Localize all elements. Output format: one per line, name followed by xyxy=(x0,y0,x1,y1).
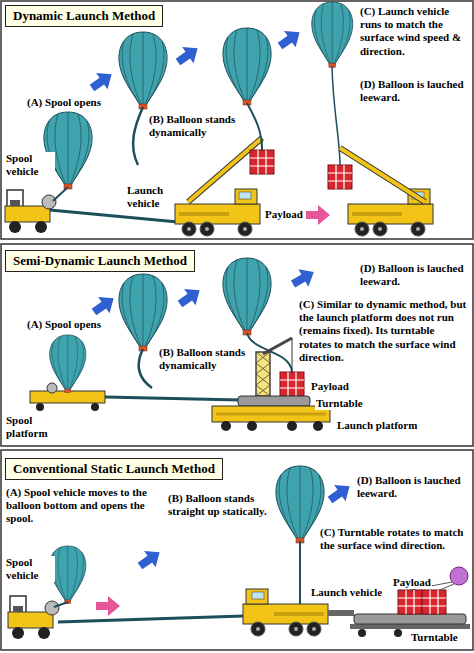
wheel xyxy=(287,421,297,431)
crane-boom xyxy=(340,148,425,202)
balloon xyxy=(312,2,353,67)
platform-rail xyxy=(216,413,326,416)
balloon-tail xyxy=(247,103,262,150)
callout-label: Spool platform xyxy=(5,414,62,440)
payload xyxy=(250,150,274,174)
spool-vehicle xyxy=(5,190,56,233)
callout-label: Payload xyxy=(264,208,304,221)
balloon-tube xyxy=(58,616,243,622)
wheel xyxy=(394,629,402,637)
balloon-tail xyxy=(299,541,301,604)
wheel xyxy=(36,403,44,411)
balloon-tube xyxy=(105,397,240,400)
callout-label: Spool vehicle xyxy=(5,556,55,582)
step-arrow xyxy=(88,290,119,320)
tower-arm xyxy=(263,338,292,354)
balloon-tail xyxy=(133,107,143,165)
callout-label: (B) Balloon stands straight up staticall… xyxy=(167,492,274,518)
callout-label: (A) Spool vehicle moves to the balloon b… xyxy=(5,486,162,526)
wheel xyxy=(221,421,231,431)
balloon xyxy=(276,466,324,543)
balloon xyxy=(223,258,271,335)
callout-label: (A) Spool opens xyxy=(26,318,102,331)
callout-label: (D) Balloon is lauched leeward. xyxy=(356,474,470,500)
pilot-balloon xyxy=(450,567,468,585)
heading-text: Semi-Dynamic Launch Method xyxy=(13,253,187,269)
heading-text: Conventional Static Launch Method xyxy=(13,461,215,477)
heading-text: Dynamic Launch Method xyxy=(13,8,155,24)
step-arrow xyxy=(274,24,305,54)
wheel xyxy=(91,403,99,411)
callout-label: (A) Spool opens xyxy=(26,96,102,109)
callout-label: Launch vehicle xyxy=(310,586,383,599)
payload xyxy=(398,590,422,614)
balloon-tail xyxy=(139,349,152,388)
callout-label: (D) Balloon is lauched leeward. xyxy=(359,262,471,288)
payload xyxy=(422,590,446,614)
balloon xyxy=(119,274,167,351)
callout-label: Spool vehicle xyxy=(5,152,55,178)
spool-vehicle xyxy=(8,596,59,639)
payload xyxy=(328,165,352,189)
move-arrow xyxy=(306,205,330,225)
cable xyxy=(292,338,293,372)
launch-vehicle xyxy=(175,189,260,236)
turntable xyxy=(238,396,310,406)
callout-label: Payload xyxy=(392,576,432,589)
spool-reel xyxy=(47,383,57,393)
panel-frame xyxy=(1,450,473,650)
callout-label: (C) Launch vehicle runs to match the sur… xyxy=(359,5,471,58)
move-arrow xyxy=(96,596,120,616)
step-arrow xyxy=(324,478,355,508)
callout-label: (B) Balloon stands dynamically xyxy=(158,346,252,372)
callout-label: (B) Balloon stands dynamically xyxy=(148,113,245,139)
balloon xyxy=(223,28,271,105)
panel-frame xyxy=(1,244,473,446)
trailer-base xyxy=(350,624,470,629)
callout-label: Launch platform xyxy=(336,419,418,432)
step-arrow xyxy=(86,66,117,96)
hitch xyxy=(328,610,354,616)
step-arrow xyxy=(288,263,319,292)
callout-label: (C) Turntable rotates to match the surfa… xyxy=(319,526,471,552)
balloon-neck xyxy=(53,187,68,201)
crane-boom xyxy=(340,148,425,202)
wheel xyxy=(313,421,323,431)
balloon xyxy=(50,546,86,604)
payload xyxy=(280,372,304,396)
callout-label: Launch vehicle xyxy=(126,184,174,210)
step-arrow xyxy=(172,40,203,70)
balloon-neck xyxy=(54,602,68,607)
launch-tower xyxy=(256,352,270,396)
turntable xyxy=(354,614,466,624)
balloon xyxy=(119,32,167,109)
balloon-tube xyxy=(50,210,178,222)
tower-lattice xyxy=(256,352,270,396)
step-arrow xyxy=(134,544,165,574)
step-arrow xyxy=(174,282,205,312)
balloon xyxy=(50,335,86,393)
method-heading: Conventional Static Launch Method xyxy=(5,458,223,480)
callout-label: Turntable xyxy=(315,397,364,410)
callout-label: (D) Balloon is lauched leeward. xyxy=(359,78,471,104)
semi-dynamic-scene xyxy=(30,258,330,431)
callout-label: Turntable xyxy=(410,631,459,644)
method-heading: Semi-Dynamic Launch Method xyxy=(5,250,195,272)
callout-label: (C) Similar to dynamic method, but the l… xyxy=(298,298,470,364)
callout-label: Payload xyxy=(310,380,350,393)
method-heading: Dynamic Launch Method xyxy=(5,5,163,27)
panel-frame xyxy=(1,1,473,239)
wheel xyxy=(247,421,257,431)
wheel xyxy=(358,629,366,637)
launch-platform xyxy=(212,406,330,422)
